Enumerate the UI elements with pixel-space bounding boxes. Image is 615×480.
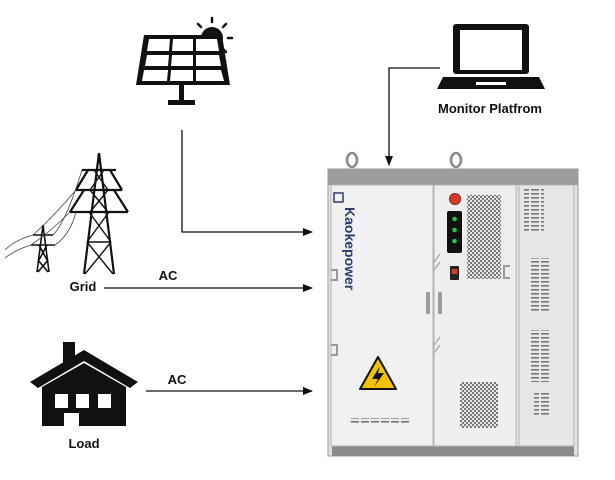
load-label: Load bbox=[68, 436, 99, 451]
emergency-stop-button[interactable] bbox=[449, 193, 461, 205]
cabinet-left-door: Kaokepower bbox=[330, 184, 434, 447]
lifting-eye-left bbox=[345, 151, 359, 169]
status-light-2 bbox=[452, 227, 457, 233]
brand-logo: Kaokepower bbox=[342, 207, 358, 291]
house-icon bbox=[30, 342, 138, 426]
power-tower-icon bbox=[4, 152, 129, 275]
warning-lightning-icon bbox=[359, 356, 397, 390]
grid-label: Grid bbox=[70, 279, 97, 294]
status-light-3 bbox=[452, 238, 457, 244]
monitor-platform-label: Monitor Platfrom bbox=[438, 101, 542, 116]
ac-grid-label: AC bbox=[159, 268, 178, 283]
solar-panel-icon bbox=[136, 16, 234, 105]
energy-storage-cabinet: Kaokepower bbox=[327, 151, 579, 457]
lifting-eye-right bbox=[449, 151, 463, 169]
ac-load-label: AC bbox=[168, 372, 187, 387]
solar-to-cabinet-line bbox=[181, 130, 313, 236]
status-light-1 bbox=[452, 216, 457, 222]
cabinet-side-panel bbox=[518, 184, 575, 447]
monitor-to-cabinet-line bbox=[385, 67, 440, 166]
cabinet-control-door bbox=[433, 184, 517, 447]
laptop-icon bbox=[437, 24, 545, 89]
connection-lines bbox=[104, 67, 440, 395]
